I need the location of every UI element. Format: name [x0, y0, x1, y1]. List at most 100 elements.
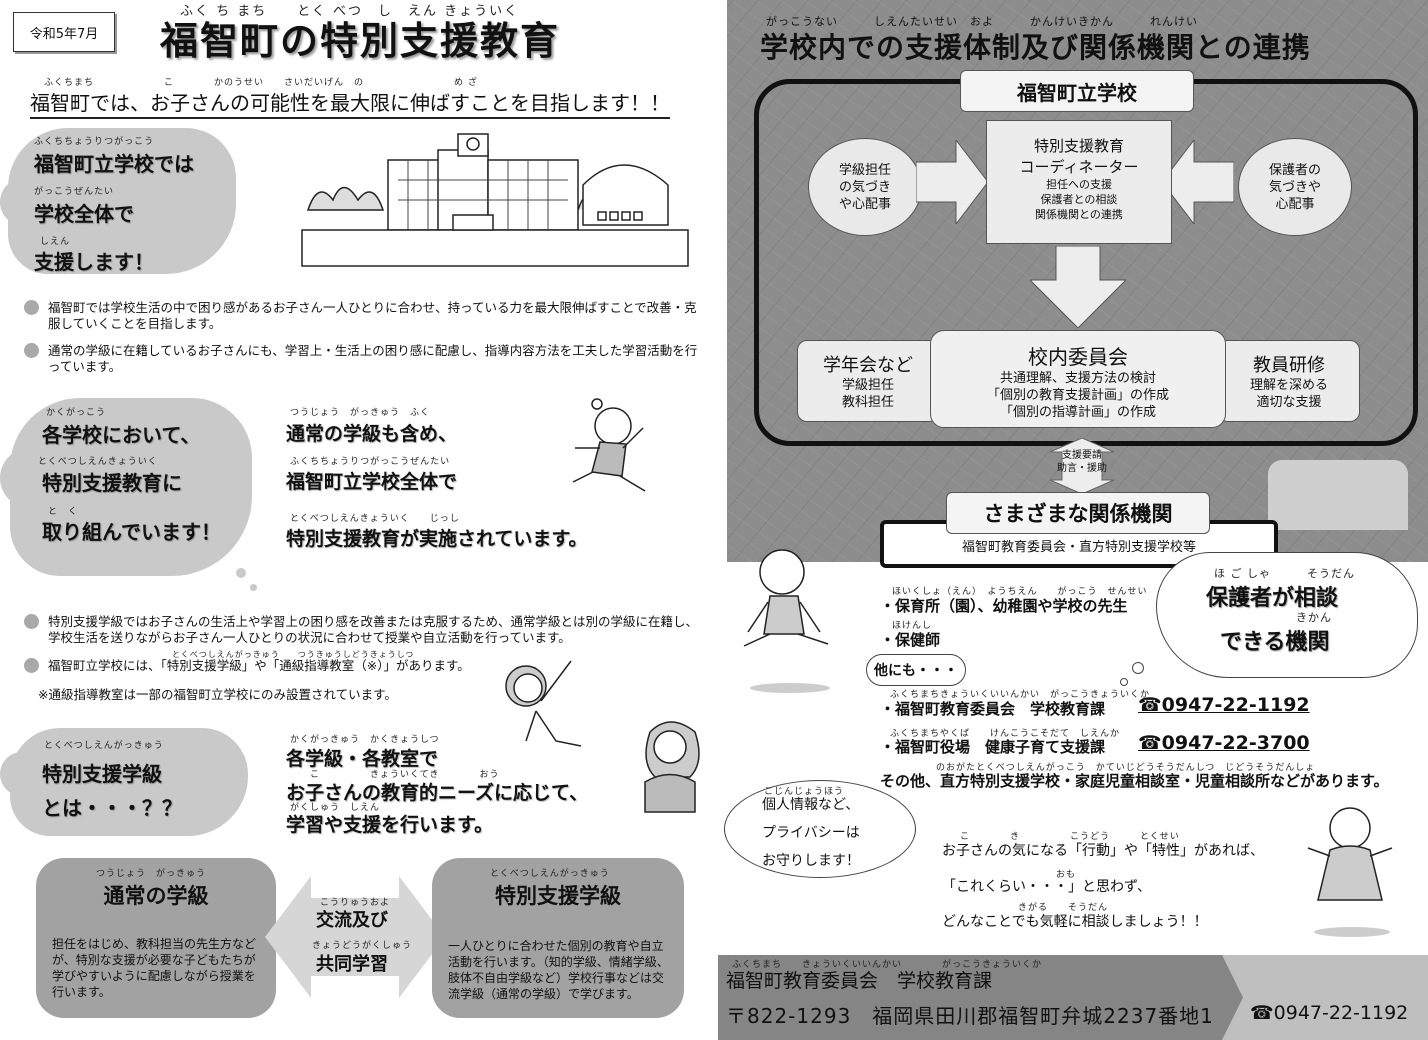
right-title: 学校内での支援体制及び関係機関との連携 — [760, 31, 1311, 64]
others-line: その他、直方特別支援学校・家庭児童相談室・児童相談所などがあります。 — [880, 772, 1389, 790]
center-line-1: 交流及び — [316, 910, 388, 931]
lower-line-3: 学習や支援を行います。 — [286, 814, 494, 836]
cloud1-ruby-3: しえん — [40, 237, 71, 247]
advice-line: どんなことでも気軽に相談しましょう！！ — [942, 914, 1208, 930]
panel-right-ruby: とくべつしえんがっきゅう — [490, 869, 610, 879]
teacher-concerns-ellipse: 学級担任 の気づき や心配事 — [808, 138, 922, 236]
committee-item: 「個別の指導計画」の作成 — [999, 405, 1156, 420]
school-building-illustration — [301, 133, 689, 267]
coordinator-item: 保護者との相談 — [1040, 193, 1118, 206]
training-box-item: 理解を深める — [1249, 378, 1328, 393]
right-title-ruby: がっこうない しえんたいせい およ かんけいきかん れんけい — [766, 15, 1198, 28]
advice-ruby: こ き こうどう とくせい — [960, 832, 1180, 842]
contact-phone[interactable]: ☎0947-22-1192 — [1138, 694, 1310, 716]
cheering-child-illustration — [505, 660, 582, 747]
privacy-bubble — [724, 780, 916, 878]
cloud2-ruby-3: と く — [48, 507, 79, 517]
consult-line-1: 保護者が相談 — [1206, 586, 1339, 611]
middle-line-3: 特別支援教育が実施されています。 — [286, 528, 588, 550]
advice-ruby: きがる そうだん — [1018, 903, 1109, 913]
note-text: ※通級指導教室は一部の福智町立学校にのみ設置されています。 — [38, 687, 397, 702]
panel-right-body: 一人ひとりに合わせた個別の教育や自立活動を行います。（知的学級、情緒学級、肢体不… — [448, 939, 669, 1001]
cloud2-line-2: 特別支援教育に — [42, 471, 182, 495]
agencies-sub: 福智町教育委員会・直方特別支援学校等 — [961, 540, 1196, 555]
arrow-right — [916, 140, 988, 224]
privacy-line: 個人情報など、 — [762, 797, 860, 813]
lower-ruby-3: がくしゅう しえん — [290, 803, 381, 813]
coordinator-title-1: 特別支援教育 — [1033, 137, 1124, 155]
footer-arrow — [718, 955, 1243, 1040]
school-label: 福智町立学校 — [960, 70, 1194, 112]
center-ruby-2: きょうどうがくしゅう — [312, 941, 413, 951]
cloud2-line-1: 各学校において、 — [42, 423, 201, 447]
footer-office: 福智町教育委員会 学校教育課 — [726, 970, 993, 992]
panel-right-title: 特別支援学級 — [495, 884, 621, 908]
request-line: 助言・援助 — [1057, 463, 1107, 474]
grade-box-title: 学年会など — [823, 355, 913, 376]
arrow-left — [1162, 140, 1234, 224]
cloud1-line-3: 支援します！ — [34, 250, 154, 274]
center-line-2: 共同学習 — [316, 954, 388, 975]
advice-ruby: おも — [1056, 870, 1077, 880]
contact-ruby: ふくちまちやくば けんこうこそだて しえんか — [890, 729, 1121, 739]
bullet-text: 福智町では学校生活の中で困り感があるお子さん一人ひとりに合わせ、持っている力を最… — [24, 300, 708, 332]
footer-ruby: ふくちまち きょういくいいんかい がっこうきょういくか — [732, 960, 1043, 970]
center-ruby-1: こうりゅうおよ — [320, 898, 391, 908]
panel-left-body: 担任をはじめ、教科担当の先生方などが、特別な支援が必要な子どもたちが学びやすいよ… — [52, 937, 257, 999]
footer-phone[interactable]: ☎0947-22-1192 — [1250, 1002, 1409, 1024]
teacher-training-box: 教員研修 理解を深める 適切な支援 — [1218, 340, 1360, 422]
middle-ruby-3: とくべつしえんきょういく じっし — [290, 514, 460, 524]
training-box-item: 適切な支援 — [1256, 395, 1322, 410]
grade-box-item: 教科担任 — [841, 395, 894, 410]
contact-name: ・福智町役場 健康子育て支援課 — [880, 738, 1106, 756]
cloud-puff — [0, 448, 70, 508]
privacy-line: プライバシーは — [762, 825, 860, 841]
cloud-tail-dot — [1120, 678, 1128, 686]
cloud3-line-1: 特別支援学級 — [42, 762, 162, 786]
cloud-tail-dot — [250, 584, 257, 591]
subtitle-ruby: ふくちまち こ かのうせい さいだいげん の め ざ — [44, 78, 478, 88]
bullet-text: 福智町立学校には、「特別支援学級」や「通級指導教室（※）」があります。 — [24, 658, 568, 674]
grade-box-item: 学級担任 — [841, 378, 894, 393]
cloud1-line-1: 福智町立学校では — [34, 152, 194, 176]
consult-line-2: できる機関 — [1220, 630, 1330, 655]
contact-ruby: ふくちまちきょういくいいんかい がっこうきょういくか — [890, 690, 1151, 700]
cloud-tail-dot — [236, 568, 246, 578]
middle-line-1: 通常の学級も含め、 — [286, 423, 458, 445]
committee-title: 校内委員会 — [1028, 345, 1128, 369]
advice-line: お子さんの気になる「行動」や「特性」があれば、 — [942, 843, 1264, 859]
double-arrow-vertical — [1049, 438, 1115, 494]
double-arrow — [265, 876, 445, 998]
subtitle: 福智町では、お子さんの可能性を最大限に伸ばすことを目指します！！ — [30, 87, 670, 119]
training-box-title: 教員研修 — [1253, 355, 1325, 376]
arrow-down — [1030, 246, 1126, 328]
list-item: ・保育所（園）、幼稚園や学校の先生 — [880, 597, 1128, 615]
page-title: 福智町の特別支援教育 — [160, 19, 561, 63]
bullet-text: 特別支援学級ではお子さんの生活上や学習上の困り感を改善または克服するため、通常学… — [24, 614, 710, 646]
cloud2-line-3: 取り組んでいます！ — [42, 520, 221, 544]
lower-ruby-2: こ きょういくてき おう — [310, 770, 500, 780]
jumping-child-illustration — [572, 398, 646, 492]
advice-line: 「これくらい・・・」と思わず、 — [942, 879, 1152, 895]
list-item: ・保健師 — [880, 631, 941, 649]
coordinator-item: 担任への支援 — [1046, 178, 1112, 191]
cloud1-ruby-2: がっこうぜんたい — [34, 187, 115, 197]
contact-phone[interactable]: ☎0947-22-3700 — [1138, 732, 1310, 754]
girl-illustration — [644, 721, 700, 813]
lower-line-2: お子さんの教育的ニーズに応じて、 — [286, 782, 589, 804]
list-ruby: ほけんし — [892, 621, 933, 631]
panel-left-ruby: つうじょう がっきゅう — [96, 869, 207, 879]
parent-concerns-ellipse: 保護者の 気づきや 心配事 — [1238, 138, 1352, 236]
agencies-label: さまざまな関係機関 — [946, 492, 1210, 534]
others-line-ruby: のおがたとくべつしえんがっこう かていじどうそうだんしつ じどうそうだんしょ — [936, 763, 1316, 773]
cloud1-ruby-1: ふくちちょうりつがっこう — [34, 137, 155, 147]
lower-ruby-1: かくがっきゅう かくきょうしつ — [290, 735, 440, 745]
coordinator-item: 関係機関との連携 — [1035, 208, 1123, 221]
bullet-text: 通常の学級に在籍しているお子さんにも、学習上・生活上の困り感に配慮し、指導内容方… — [24, 343, 708, 375]
cloud2-ruby-1: かくがっこう — [46, 408, 107, 418]
cloud3-line-2: とは・・・？？ — [42, 796, 182, 820]
cloud-puff — [0, 752, 60, 796]
committee-item: 共通理解、支援方法の検討 — [999, 371, 1156, 386]
bullet-ruby: とくべつしえんがっきゅう つうきゅうしどうきょうしつ — [172, 650, 415, 659]
special-class-panel — [432, 858, 684, 1018]
